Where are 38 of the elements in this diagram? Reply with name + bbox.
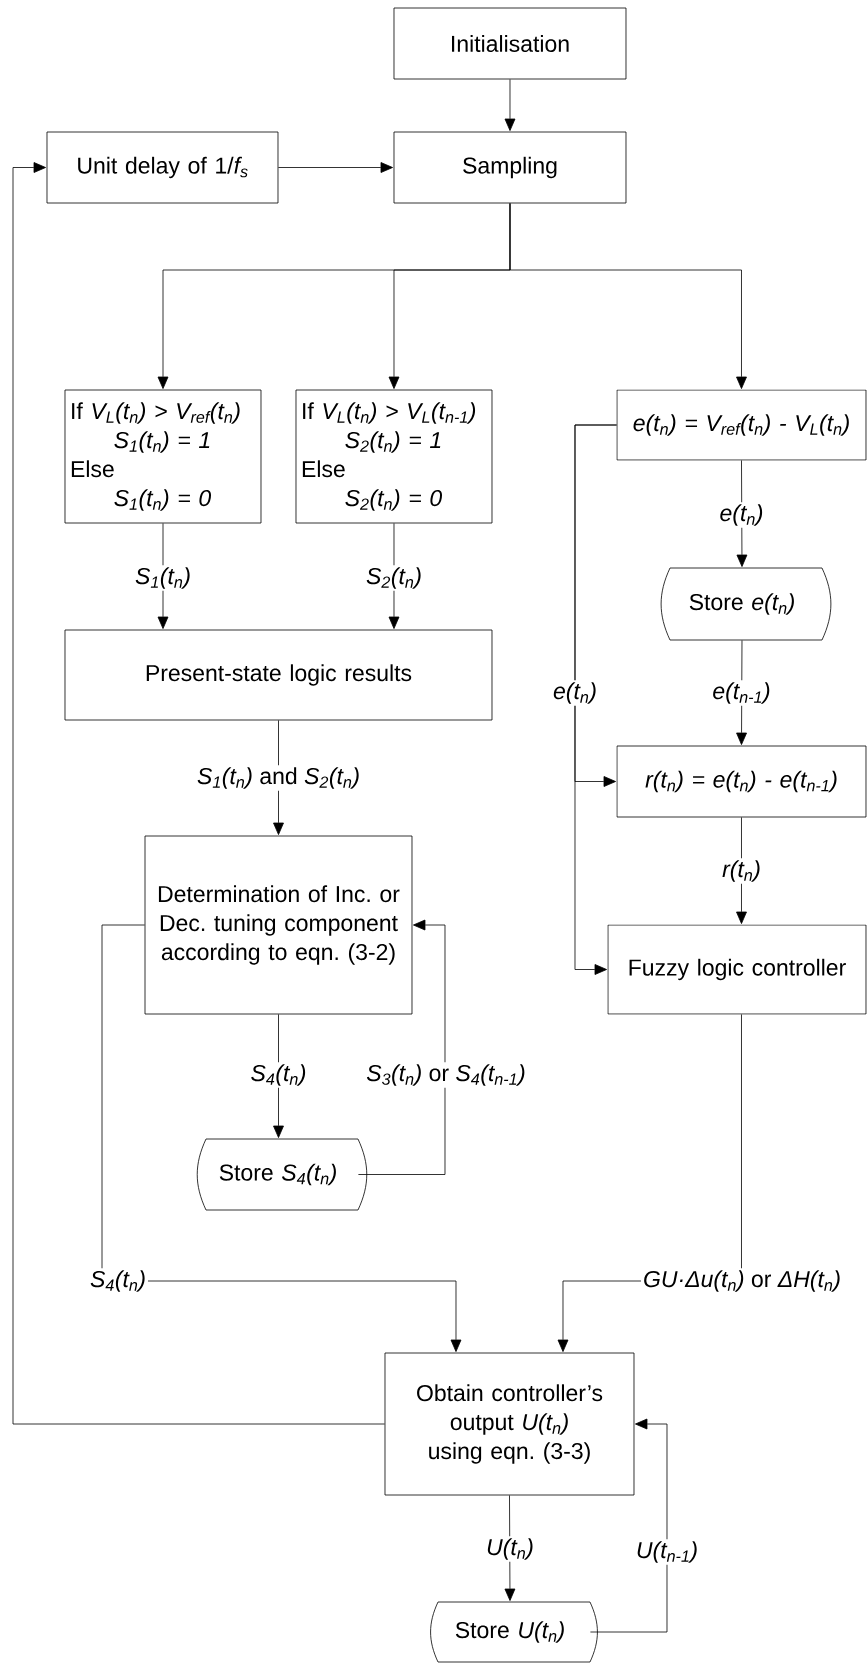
arrow <box>504 79 516 131</box>
arrow <box>101 924 462 1352</box>
process-box: Sampling <box>393 131 627 204</box>
process-box: Unit delay of 1/f$_{s}$ <box>46 131 279 204</box>
edge-label: U(t$_{n}$) <box>484 1536 536 1562</box>
edge-label: e(t$_{n-1}$) <box>710 680 773 706</box>
edge-label: S$_{3}$(t$_{n}$) or S$_{4}$(t$_{n-1}$) <box>364 1062 528 1088</box>
process-box: Determination of Inc. or Dec. tuning component according to eqn. (3-2) <box>144 835 413 1015</box>
edge-label: S$_{4}$(t$_{n}$) <box>248 1062 309 1088</box>
arrow <box>358 919 446 1175</box>
edge-label: e(t$_{n}$) <box>717 502 766 528</box>
arrow <box>12 162 385 1425</box>
process-box: e(t$_{n}$) = V$_{ref}$(t$_{n}$) - V$_{L}$(t$_{n}$) <box>616 389 867 461</box>
edge-label: S$_{1}$(t$_{n}$) and S$_{2}$(t$_{n}$) <box>194 765 363 791</box>
arrow <box>736 640 747 745</box>
arrow <box>736 817 747 924</box>
arrow <box>590 1418 668 1633</box>
process-box: r(t$_{n}$) = e(t$_{n}$) - e(t$_{n-1}$) <box>616 745 867 818</box>
edge-label: S$_{2}$(t$_{n}$) <box>364 565 424 591</box>
arrow <box>273 720 284 835</box>
condition-box: If V$_{L}$(t$_{n}$) > V$_{ref}$(t$_{n}$) S$_{1}$(t$_{n}$) = 1 Else S$_{1}$(t$_{n}$) = 0 <box>64 389 262 524</box>
edge-label: U(t$_{n-1}$) <box>633 1539 701 1565</box>
process-box: Present-state logic results <box>64 629 493 721</box>
arrow <box>273 1014 284 1138</box>
arrow <box>509 203 747 389</box>
process-box: Obtain controller’s output U(t$_{n}$) using eqn. (3-3) <box>384 1352 635 1496</box>
condition-box: If V$_{L}$(t$_{n}$) > V$_{L}$(t$_{n-1}$) S$_{2}$(t$_{n}$) = 1 Else S$_{2}$(t$_{n}$) = 0 <box>295 389 493 524</box>
edge-label: e(t$_{n}$) <box>551 680 599 706</box>
edge-label: S$_{4}$(t$_{n}$) <box>88 1268 148 1294</box>
arrow <box>736 460 748 567</box>
edge-label: r(t$_{n}$) <box>720 858 763 884</box>
process-box: Initialisation <box>393 7 627 80</box>
arrow <box>574 424 617 975</box>
edge-label: GU·Δu(t$_{n}$) or ΔH(t$_{n}$) <box>641 1268 843 1294</box>
process-box: Fuzzy logic controller <box>607 924 867 1015</box>
edge-label: S$_{1}$(t$_{n}$) <box>133 565 193 591</box>
arrow <box>504 1495 516 1601</box>
arrow <box>278 162 393 173</box>
